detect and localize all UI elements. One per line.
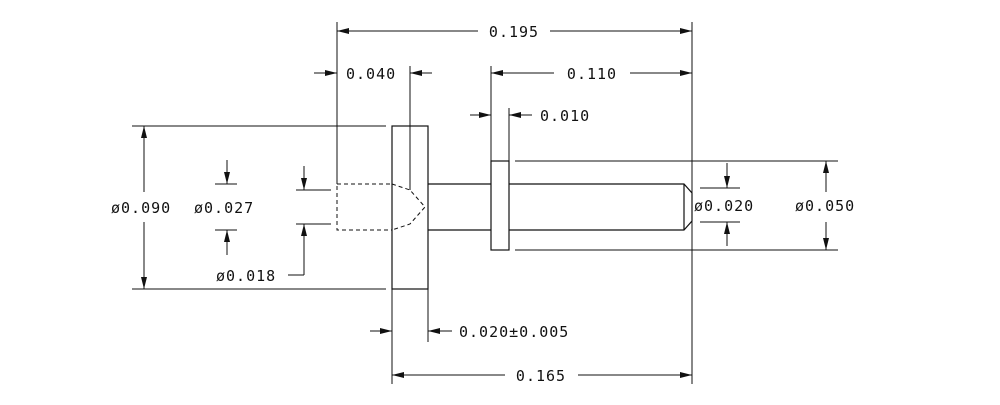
dim-flange-width: 0.020±0.005 [459,323,569,341]
dimension-labels: 0.195 0.040 0.110 0.010 ø0.090 ø0.027 ø0… [111,23,855,385]
dim-drill-diameter: ø0.018 [216,267,276,285]
dim-flange-to-end-length: 0.165 [516,367,566,385]
drill-point-hidden-lines [391,183,426,231]
dim-head-diameter: ø0.090 [111,199,171,217]
bore-hidden-lines [336,183,393,231]
dim-collar-diameter: ø0.050 [795,197,855,215]
dimension-lines [141,28,829,378]
dim-overall-length: 0.195 [489,23,539,41]
extension-lines [132,22,838,384]
part-outline [336,125,693,290]
dim-tip-diameter: ø0.020 [694,197,754,215]
dim-tail-length: 0.110 [567,65,617,83]
collar [490,160,510,251]
dim-collar-thickness: 0.010 [540,107,590,125]
dim-bore-diameter: ø0.027 [194,199,254,217]
tail-pin [509,183,693,231]
dim-head-thickness: 0.040 [346,65,396,83]
